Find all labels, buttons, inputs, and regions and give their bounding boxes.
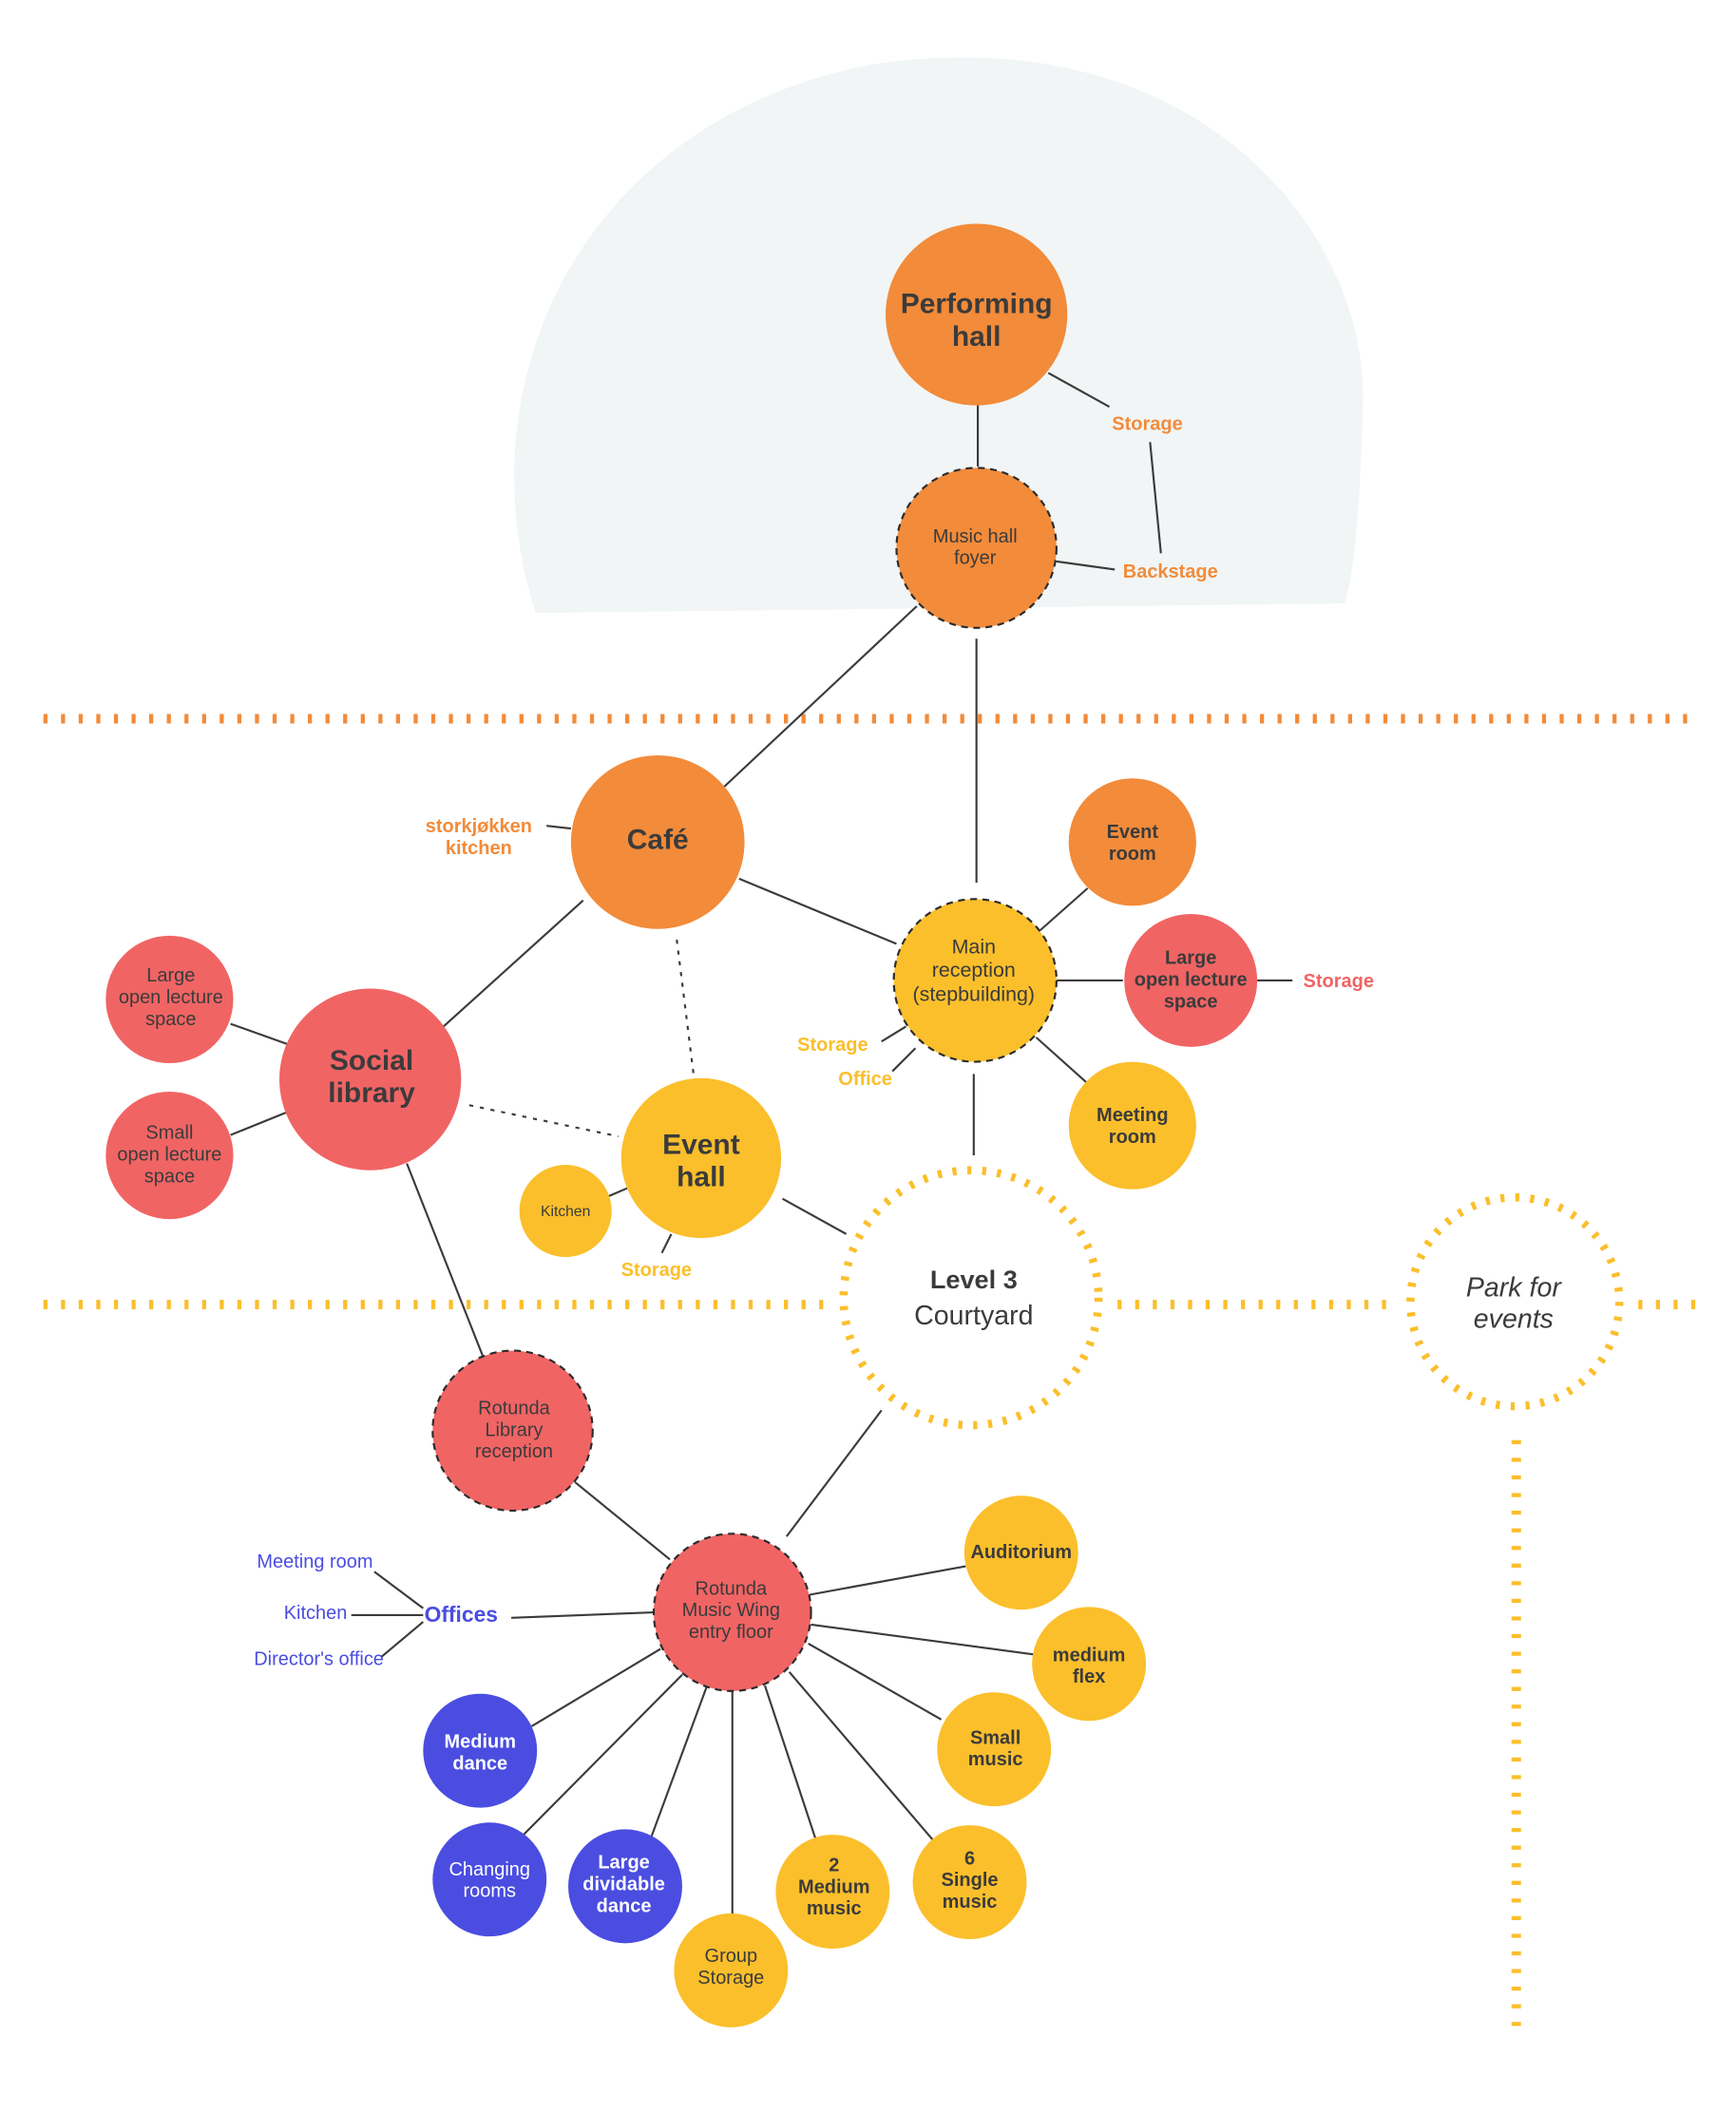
connector-musicwing-singlemusic	[788, 1671, 934, 1841]
connector-eventhall-courtyard	[782, 1197, 848, 1235]
connector-cafe-library	[443, 899, 584, 1028]
auditorium-circle[interactable]	[963, 1495, 1078, 1610]
connector-cafe-reception	[738, 877, 897, 945]
connector-cafe-storkjokken	[546, 825, 572, 830]
connector-eventhall-storage	[660, 1233, 673, 1254]
storage-reception-label: Storage	[797, 1033, 868, 1056]
rotunda-library-reception-circle[interactable]	[431, 1349, 594, 1513]
main-reception-circle[interactable]	[892, 898, 1058, 1063]
music-hall-foyer-circle[interactable]	[895, 466, 1058, 629]
cafe-label: Café	[626, 824, 689, 856]
social-library-circle[interactable]	[279, 988, 462, 1171]
rotunda-library-reception-label: Rotunda Library reception	[474, 1396, 554, 1462]
kitchen-office-label: Kitchen	[283, 1601, 348, 1624]
small-music-label: Small music	[967, 1725, 1023, 1770]
park-for-events-circle[interactable]	[1406, 1193, 1624, 1411]
connector-rotunda-musicwing	[574, 1481, 671, 1561]
connector-musicwing-changing	[523, 1673, 683, 1836]
main-reception-label: Main reception (stepbuilding)	[912, 936, 1036, 1006]
social-library-label: Social library	[328, 1045, 415, 1110]
connector-musicwing-mediumflex	[811, 1623, 1034, 1656]
group-storage-label: Group Storage	[697, 1944, 765, 1989]
connector-library-largelecture	[230, 1022, 288, 1046]
connector-foyer-backstage	[1056, 560, 1116, 571]
medium-music-circle[interactable]	[775, 1835, 890, 1950]
single-music-circle[interactable]	[912, 1825, 1027, 1940]
large-dividable-dance-circle[interactable]	[568, 1829, 682, 1944]
single-music-label: 6 Single music	[941, 1846, 999, 1913]
connector-library-eventhall-dotted	[468, 1104, 620, 1138]
connector-courtyard-musicwing	[785, 1409, 883, 1537]
large-open-lecture-left-circle[interactable]	[105, 935, 234, 1064]
connector-musicwing-mediumdance	[530, 1647, 661, 1727]
event-room-circle[interactable]	[1068, 778, 1196, 906]
connector-foyer-cafe	[720, 605, 918, 790]
performing-hall-circle[interactable]	[886, 223, 1068, 406]
connector-musicwing-auditorium	[809, 1565, 966, 1596]
medium-flex-label: medium flex	[1052, 1643, 1126, 1687]
changing-rooms-label: Changing rooms	[448, 1857, 531, 1902]
changing-rooms-circle[interactable]	[432, 1822, 547, 1937]
event-hall-circle[interactable]	[620, 1077, 782, 1239]
large-dividable-dance-label: Large dividable dance	[582, 1851, 665, 1916]
park-for-events-label: Park for events	[1465, 1273, 1561, 1335]
connector-cafe-eventhall-dotted	[676, 939, 696, 1081]
connector-offices-meeting	[373, 1570, 424, 1609]
office-reception-label: Office	[838, 1067, 892, 1090]
medium-dance-label: Medium dance	[444, 1730, 517, 1774]
level3-courtyard-label: Courtyard	[914, 1301, 1034, 1331]
rotunda-music-wing-label: Rotunda Music Wing entry floor	[681, 1576, 780, 1643]
large-open-lecture-right-label: Large open lecture space	[1134, 946, 1248, 1012]
event-hall-label: Event hall	[662, 1129, 740, 1194]
connector-musicwing-offices	[511, 1610, 654, 1619]
connector-reception-office	[891, 1047, 917, 1073]
offices-label: Offices	[424, 1604, 498, 1628]
small-music-circle[interactable]	[937, 1692, 1052, 1807]
connector-eventhall-kitchen	[608, 1187, 629, 1197]
medium-dance-circle[interactable]	[423, 1693, 538, 1808]
storkjokken-label: storkjøkken kitchen	[425, 814, 532, 859]
connector-reception-meeting	[1035, 1037, 1089, 1085]
meeting-room-label: Meeting room	[1097, 1103, 1169, 1148]
group-storage-circle[interactable]	[674, 1913, 789, 2027]
rotunda-music-wing-circle[interactable]	[652, 1532, 812, 1692]
connector-musicwing-mediummusic	[763, 1685, 818, 1842]
cafe-circle[interactable]	[570, 755, 745, 929]
large-open-lecture-right-circle[interactable]	[1124, 914, 1258, 1047]
meeting-room-circle[interactable]	[1068, 1061, 1196, 1190]
meeting-room-office-label: Meeting room	[257, 1550, 373, 1572]
connector-reception-eventroom	[1040, 887, 1089, 931]
storage-lecture-label: Storage	[1303, 969, 1374, 992]
connector-library-smalllecture	[230, 1111, 288, 1136]
connector-offices-director	[380, 1621, 425, 1658]
connector-musicwing-largedance	[648, 1686, 708, 1842]
level3-courtyard-title: Level 3	[929, 1266, 1018, 1296]
kitchen-event-label: Kitchen	[540, 1203, 591, 1221]
connector-hall-storage	[1047, 371, 1111, 409]
medium-music-label: 2 Medium music	[798, 1853, 870, 1919]
kitchen-event-circle[interactable]	[519, 1165, 612, 1258]
level3-courtyard-circle[interactable]	[839, 1166, 1103, 1430]
connector-library-rotunda	[406, 1163, 485, 1357]
storage-event-hall-label: Storage	[620, 1258, 693, 1281]
medium-flex-circle[interactable]	[1032, 1607, 1147, 1722]
small-open-lecture-label: Small open lecture space	[117, 1121, 222, 1187]
connector-reception-storage	[881, 1025, 906, 1043]
backstage-label: Backstage	[1122, 560, 1218, 582]
connector-musicwing-smallmusic	[808, 1642, 943, 1721]
auditorium-label: Auditorium	[970, 1540, 1073, 1563]
connector-storage-backstage	[1149, 442, 1162, 554]
music-hall-foyer-label: Music hall foyer	[932, 524, 1018, 569]
performing-hall-label: Performing hall	[900, 288, 1053, 353]
event-room-label: Event room	[1106, 820, 1159, 865]
storage-top-label: Storage	[1112, 411, 1183, 434]
large-open-lecture-left-label: Large open lecture space	[118, 963, 223, 1030]
directors-office-label: Director's office	[254, 1647, 384, 1669]
small-open-lecture-circle[interactable]	[105, 1091, 234, 1220]
